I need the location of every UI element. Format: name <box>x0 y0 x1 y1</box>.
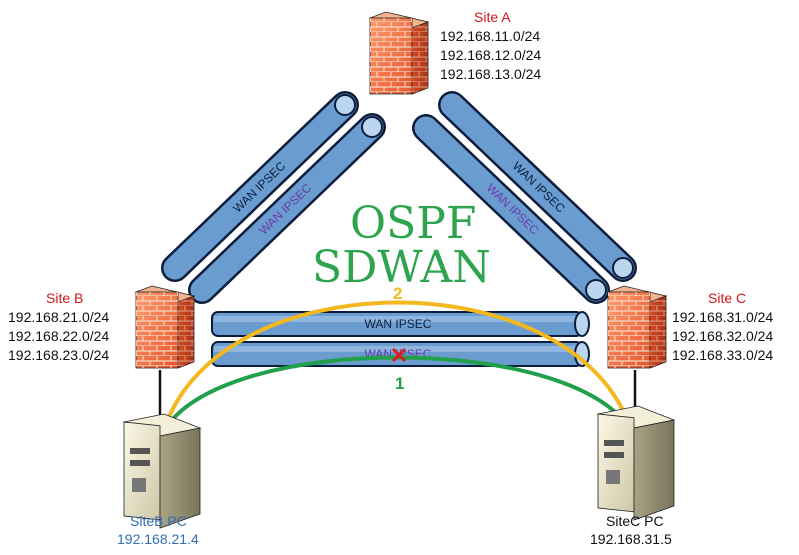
site-c-subnet-2: 192.168.32.0/24 <box>672 328 774 344</box>
site-c-subnet-3: 192.168.33.0/24 <box>672 347 774 363</box>
server-pc-icon <box>123 413 201 529</box>
tunnel-ac-outer <box>438 91 637 282</box>
tunnel-ab-inner <box>188 113 386 304</box>
path-1-label: 1 <box>395 374 405 393</box>
firewall-icon <box>369 11 429 95</box>
diagram-title-line-1: OSPF <box>350 198 477 249</box>
diagram-title-line-2: SDWAN <box>312 242 491 293</box>
server-pc-icon <box>597 405 675 521</box>
site-b-title: Site B <box>46 290 84 306</box>
path-1-curve <box>158 355 637 441</box>
sitec-pc-ip: 192.168.31.5 <box>590 531 672 547</box>
site-c-title: Site C <box>708 290 747 306</box>
site-a-subnet-2: 192.168.12.0/24 <box>440 47 542 63</box>
siteb-pc-name: SiteB PC <box>130 513 187 529</box>
site-a-title: Site A <box>474 9 511 25</box>
tunnel-ab-outer <box>161 91 359 282</box>
siteb-pc-ip: 192.168.21.4 <box>117 531 199 547</box>
sitec-pc-name: SiteC PC <box>606 513 664 529</box>
path-2-curve <box>158 300 637 446</box>
site-c-subnet-1: 192.168.31.0/24 <box>672 309 774 325</box>
firewall-icon <box>607 285 667 369</box>
tunnel-label-bc-upper: WAN IPSEC <box>365 317 432 331</box>
site-b-subnet-2: 192.168.22.0/24 <box>8 328 110 344</box>
fail-x-icon <box>391 347 407 363</box>
site-a-subnet-3: 192.168.13.0/24 <box>440 66 542 82</box>
firewall-icon <box>135 285 195 369</box>
site-a-subnet-1: 192.168.11.0/24 <box>440 28 541 44</box>
site-b-subnet-1: 192.168.21.0/24 <box>8 309 110 325</box>
tunnel-ac-inner <box>412 114 610 304</box>
tunnel-bc-upper <box>211 311 590 337</box>
site-b-subnet-3: 192.168.23.0/24 <box>8 347 110 363</box>
path-2-label: 2 <box>393 284 403 303</box>
